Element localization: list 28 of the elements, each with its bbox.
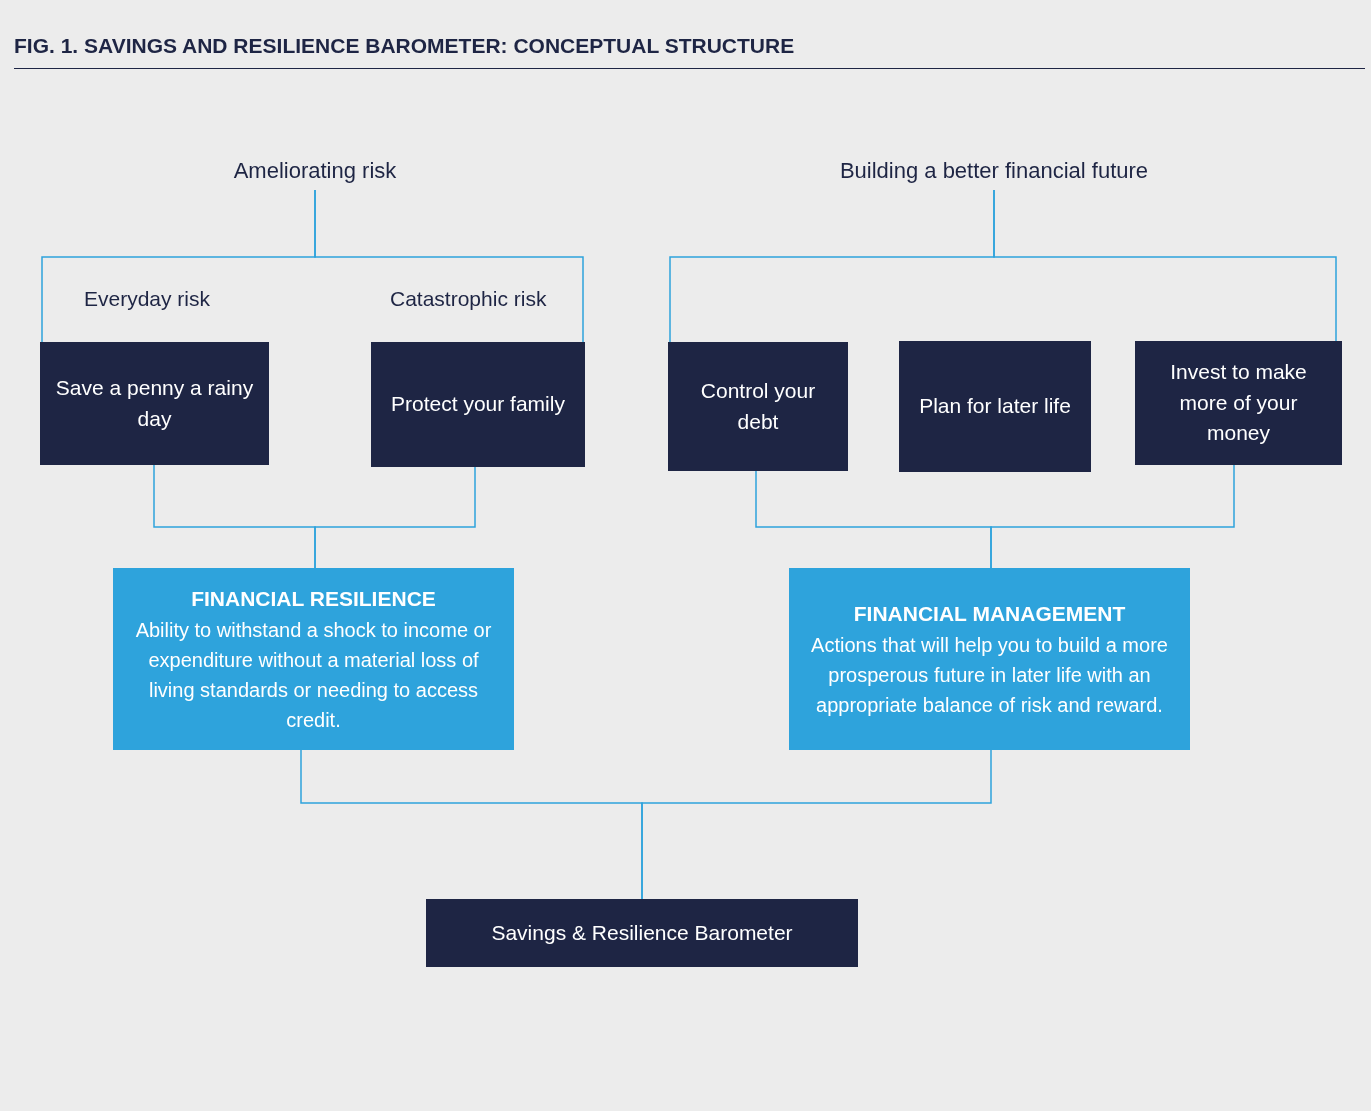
box-text: Plan for later life xyxy=(919,393,1071,420)
connector-line xyxy=(990,464,1235,569)
box-text: Invest to make more of your money xyxy=(1169,359,1308,447)
connector-line xyxy=(314,189,584,343)
category-box xyxy=(668,342,848,471)
figure-title: FIG. 1. SAVINGS AND RESILIENCE BAROMETER: CONCEPTUAL STRUCTURE xyxy=(14,34,795,58)
category-box xyxy=(1135,341,1342,465)
group-label: Catastrophic risk xyxy=(390,287,547,311)
summary-box xyxy=(113,568,514,750)
box-heading: FINANCIAL MANAGEMENT xyxy=(853,601,1126,628)
box-text: Protect your family xyxy=(391,391,565,418)
category-box xyxy=(899,341,1091,472)
category-box xyxy=(371,342,585,467)
category-box xyxy=(426,899,858,967)
box-heading: FINANCIAL RESILIENCE xyxy=(191,586,436,613)
box-text: Actions that will help you to build a more prosperous future in later life with an appropriate balance of risk and reward. xyxy=(810,632,1169,718)
connector-line xyxy=(314,466,476,569)
box-text: Control your debt xyxy=(699,378,817,435)
heading-text: Building a better financial future xyxy=(784,152,1204,190)
heading-text: Ameliorating risk xyxy=(165,152,465,190)
connector-line xyxy=(993,189,1337,342)
group-label: Everyday risk xyxy=(84,287,211,311)
box-text: Save a penny a rainy day xyxy=(54,375,255,432)
summary-box xyxy=(789,568,1190,750)
box-text: Ability to withstand a shock to income or expenditure without a material loss of living standards or needing to access credit. xyxy=(134,617,493,733)
category-box xyxy=(40,342,269,465)
box-text: Savings & Resilience Barometer xyxy=(491,919,793,946)
connector-line xyxy=(641,749,992,900)
